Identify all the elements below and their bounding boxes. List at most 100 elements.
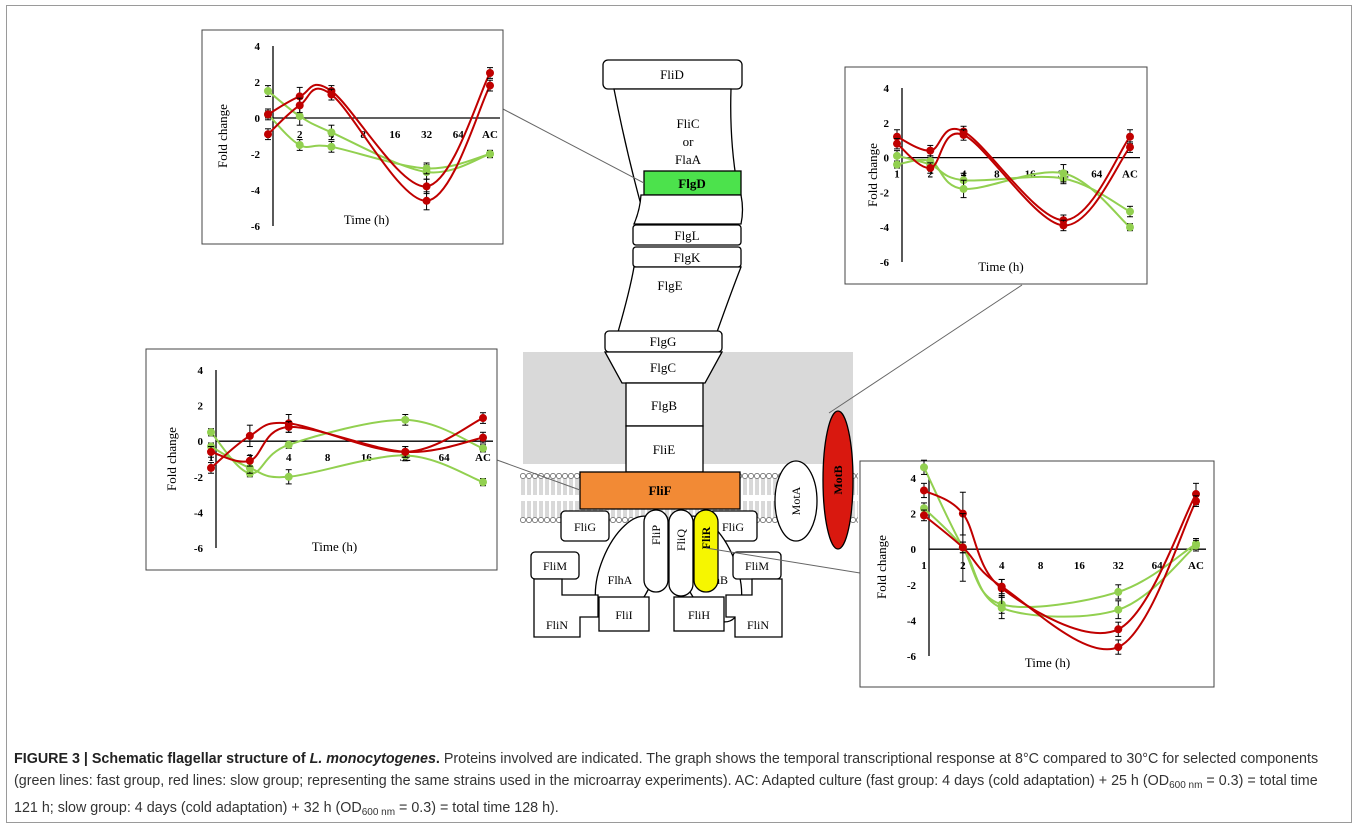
data-point-slow <box>920 511 928 520</box>
flgl-box <box>632 224 742 246</box>
x-tick-label: 4 <box>999 560 1005 572</box>
y-tick-label: -6 <box>194 543 204 555</box>
data-point-fast <box>1126 223 1134 232</box>
data-point-slow <box>245 431 254 440</box>
data-point-slow <box>327 90 336 99</box>
fliq-box <box>668 509 694 597</box>
y-tick-label: 4 <box>884 83 890 95</box>
caption-text-2: = 0.3) = total time 121 h; slow group: 4… <box>14 773 1318 816</box>
flgc-box <box>603 351 724 384</box>
series-line-slow <box>210 417 484 469</box>
x-tick-label: AC <box>482 129 498 141</box>
y-tick-label: 2 <box>911 509 917 521</box>
data-point-slow <box>926 164 935 173</box>
x-tick-label: 8 <box>325 452 331 464</box>
chart-motb: 420-2-4-61248163264ACTime (h)Fold change <box>844 66 1148 285</box>
flgb-label: FlgB <box>651 398 677 413</box>
flin-left-shape <box>533 578 599 638</box>
data-point-slow <box>207 447 215 456</box>
data-point-fast <box>264 87 272 95</box>
series-line-fast <box>210 418 484 475</box>
mota-label: MotA <box>789 486 803 515</box>
data-point-fast <box>893 160 901 169</box>
flha-label: FlhA <box>608 573 633 587</box>
chart-panel-border <box>844 66 1148 285</box>
flic-label-3: FlaA <box>675 152 702 167</box>
y-tick-label: 4 <box>198 365 204 377</box>
flih-box <box>673 596 725 632</box>
data-point-slow <box>1192 497 1200 506</box>
data-point-slow <box>958 543 967 552</box>
caption-text-3: = 0.3) = total time 128 h). <box>395 800 559 816</box>
y-tick-label: -4 <box>194 507 204 519</box>
x-tick-label: AC <box>1188 560 1204 572</box>
data-point-slow <box>479 414 487 423</box>
y-tick-label: -2 <box>880 187 890 199</box>
flin-left-label: FliN <box>546 618 568 632</box>
data-point-slow <box>959 130 968 139</box>
data-point-fast <box>401 415 410 424</box>
x-tick-label: 1 <box>894 169 900 181</box>
y-tick-label: 0 <box>884 153 890 165</box>
data-point-slow <box>284 422 293 431</box>
data-point-slow <box>264 130 272 139</box>
x-tick-label: 2 <box>297 129 303 141</box>
y-tick-label: -4 <box>880 222 890 234</box>
chart-panel-border <box>145 348 498 571</box>
data-point-fast <box>1114 587 1123 596</box>
flin-right-shape <box>725 578 783 638</box>
data-point-slow <box>1114 643 1123 652</box>
x-tick-label: 16 <box>1074 560 1086 572</box>
fliq-label: FliQ <box>674 529 688 551</box>
y-tick-label: 2 <box>255 77 261 89</box>
data-point-fast <box>284 472 293 481</box>
flim-right-label: FliM <box>745 559 769 573</box>
y-axis-label: Fold change <box>164 427 179 491</box>
data-point-fast <box>920 463 928 472</box>
data-point-fast <box>207 428 215 437</box>
y-tick-label: 4 <box>255 41 261 53</box>
flir-box <box>693 509 719 593</box>
flip-box <box>643 509 669 593</box>
flid-label: FliD <box>660 67 684 82</box>
data-point-fast <box>284 440 293 449</box>
flge-label: FlgE <box>657 278 682 293</box>
y-tick-label: 0 <box>198 436 204 448</box>
chart-panel-border <box>201 29 504 245</box>
y-tick-label: -6 <box>251 221 261 233</box>
flic-label-2: or <box>683 134 695 149</box>
chart-flgd: 420-2-4-61248163264ACTime (h)Fold change <box>201 29 504 245</box>
flii-box <box>598 596 650 632</box>
y-tick-label: -6 <box>880 257 890 269</box>
series-line-fast <box>896 158 1131 228</box>
flii-label: FliI <box>615 608 632 622</box>
flir-label: FliR <box>699 526 713 549</box>
data-point-fast <box>893 151 901 160</box>
data-point-slow <box>295 101 304 110</box>
data-point-fast <box>479 444 487 453</box>
x-tick-label: 64 <box>453 129 465 141</box>
flgg-label: FlgG <box>650 334 677 349</box>
data-point-slow <box>245 456 254 465</box>
flin-right-label: FliN <box>747 618 769 632</box>
x-tick-label: 64 <box>439 452 451 464</box>
caption-od-sub-2: 600 nm <box>361 807 396 818</box>
data-point-fast <box>1126 207 1134 216</box>
x-tick-label: AC <box>475 452 491 464</box>
data-point-slow <box>264 110 272 119</box>
flig-left-label: FliG <box>574 520 596 534</box>
x-axis-label: Time (h) <box>978 259 1023 274</box>
x-tick-label: 64 <box>1152 560 1164 572</box>
x-tick-label: 32 <box>1113 560 1125 572</box>
caption-od-sub-1: 600 nm <box>1169 780 1203 791</box>
chart-flif: 420-2-4-61248163264ACTime (h)Fold change <box>145 348 498 571</box>
y-tick-label: -2 <box>194 472 204 484</box>
x-tick-label: 64 <box>1091 169 1103 181</box>
data-point-fast <box>1114 605 1123 614</box>
series-line-slow <box>210 425 484 463</box>
x-tick-label: 8 <box>1038 560 1044 572</box>
data-point-slow <box>422 196 431 205</box>
y-axis-label: Fold change <box>215 104 230 168</box>
data-point-slow <box>926 146 935 155</box>
series-line-fast <box>210 445 484 484</box>
